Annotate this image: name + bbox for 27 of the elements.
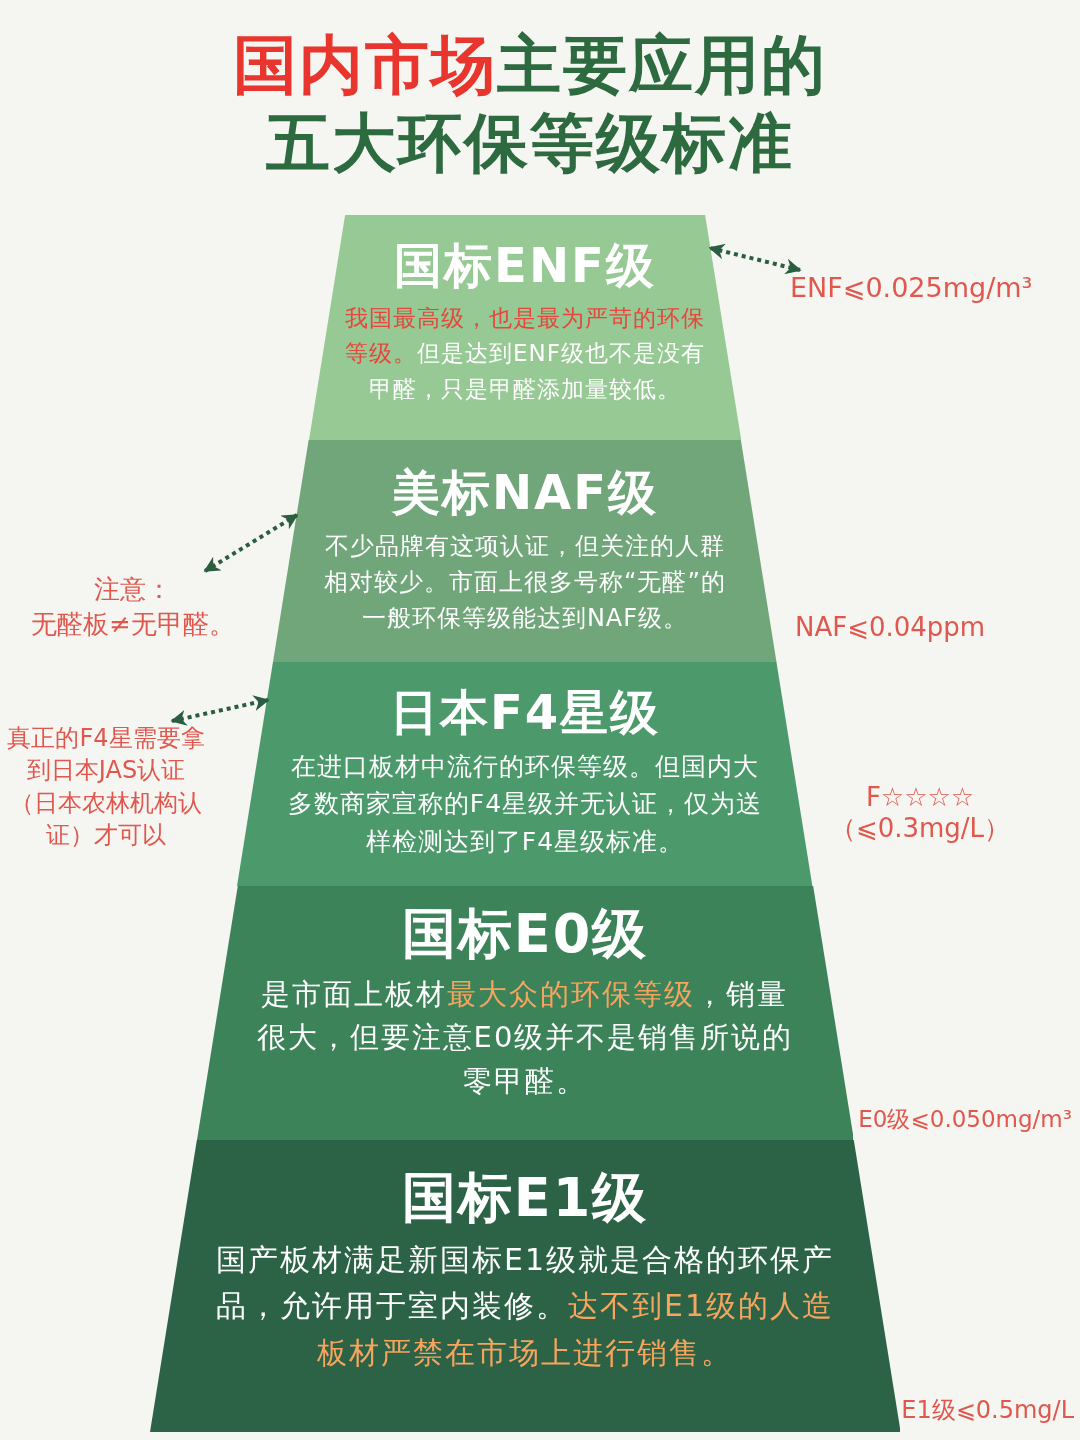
pyramid-level xyxy=(196,886,854,1140)
limit-value: ENF⩽0.025mg/m³ xyxy=(790,270,1033,307)
title: 国内市场主要应用的五大环保等级标准 xyxy=(232,27,828,183)
level-description: 在进口板材中流行的环保等级。但国内大多数商家宣称的F4星级并无认证，仅为送样检测达到了F4星级标准。 xyxy=(286,750,764,858)
level-heading: 国标E0级 xyxy=(401,902,649,967)
pyramid-level xyxy=(237,662,813,886)
level-description: 我国最高级，也是最为严苛的环保等级。但是达到ENF级也不是没有甲醛，只是甲醛添加量较低。 xyxy=(344,303,706,404)
level-description: 不少品牌有这项认证，但关注的人群相对较少。市面上很多号称“无醛”的一般环保等级能达到NAF级。 xyxy=(323,530,727,634)
limit-value: NAF⩽0.04ppm xyxy=(795,612,986,644)
level-description: 是市面上板材最大众的环保等级，销量很大，但要注意E0级并不是销售所说的零甲醛。 xyxy=(255,975,795,1100)
note-text: 无醛板≠无甲醛。 xyxy=(31,608,235,642)
double-headed-arrow xyxy=(708,243,802,275)
level-heading: 国标ENF级 xyxy=(394,237,656,295)
note-heading: 注意： xyxy=(94,573,172,606)
double-headed-arrow xyxy=(203,513,299,573)
pyramid-level xyxy=(149,1140,901,1432)
level-heading: 美标NAF级 xyxy=(391,464,659,522)
pyramid-level xyxy=(308,215,742,440)
limit-value: E1级⩽0.5mg/L xyxy=(901,1396,1074,1425)
limit-value: F☆☆☆☆（⩽0.3mg/L） xyxy=(828,782,1012,845)
pyramid-level xyxy=(273,440,777,662)
limit-value: E0级⩽0.050mg/m³ xyxy=(858,1106,1072,1134)
double-headed-arrow xyxy=(170,695,270,726)
level-heading: 日本F4星级 xyxy=(389,684,661,742)
note: 真正的F4星需要拿到日本JAS认证（日本农林机构认证）才可以 xyxy=(6,722,206,852)
level-description: 国产板材满足新国标E1级就是合格的环保产品，允许用于室内装修。达不到E1级的人造板材严禁在市场上进行销售。 xyxy=(214,1240,835,1372)
level-heading: 国标E1级 xyxy=(401,1166,649,1231)
